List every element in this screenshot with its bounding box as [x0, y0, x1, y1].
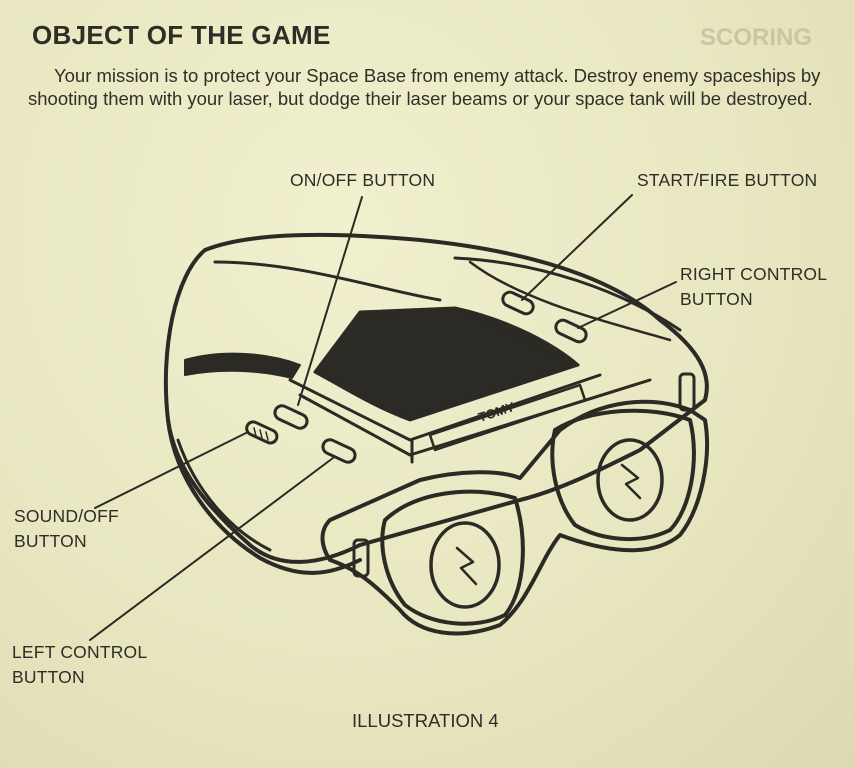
label-on-off: ON/OFF BUTTON — [290, 170, 436, 190]
label-sound-off-1: SOUND/OFF — [14, 506, 119, 526]
callout-start-fire — [521, 194, 633, 301]
body-shading — [184, 352, 301, 379]
page-title: OBJECT OF THE GAME — [32, 20, 331, 50]
callout-on-off — [297, 196, 363, 406]
label-start-fire: START/FIRE BUTTON — [637, 170, 818, 190]
left-control-button-shape — [321, 438, 357, 464]
callout-sound-off — [94, 431, 249, 509]
sound-off-button-shape — [245, 420, 279, 445]
intro-paragraph: Your mission is to protect your Space Ba… — [28, 65, 821, 109]
label-left-control-2: BUTTON — [12, 667, 85, 687]
right-control-button-shape — [554, 318, 588, 344]
label-right-control-2: BUTTON — [680, 289, 753, 309]
left-side-tab — [352, 538, 370, 578]
label-right-control-1: RIGHT CONTROL — [680, 264, 828, 284]
callout-right-control — [577, 281, 677, 329]
start-fire-button-shape — [501, 290, 535, 316]
bleed-through-text: SCORING — [700, 24, 813, 51]
label-sound-off-2: BUTTON — [14, 531, 87, 551]
callout-left-control — [89, 457, 334, 641]
on-off-button-shape — [273, 404, 309, 430]
game-screen — [313, 306, 580, 422]
left-eyepiece — [380, 489, 525, 626]
label-left-control-1: LEFT CONTROL — [12, 642, 148, 662]
device-brand-text: TOMY — [476, 399, 516, 425]
illustration-caption: ILLUSTRATION 4 — [352, 710, 499, 731]
right-side-tab — [678, 372, 696, 412]
device-rim — [166, 418, 362, 575]
right-eyepiece — [550, 408, 696, 541]
